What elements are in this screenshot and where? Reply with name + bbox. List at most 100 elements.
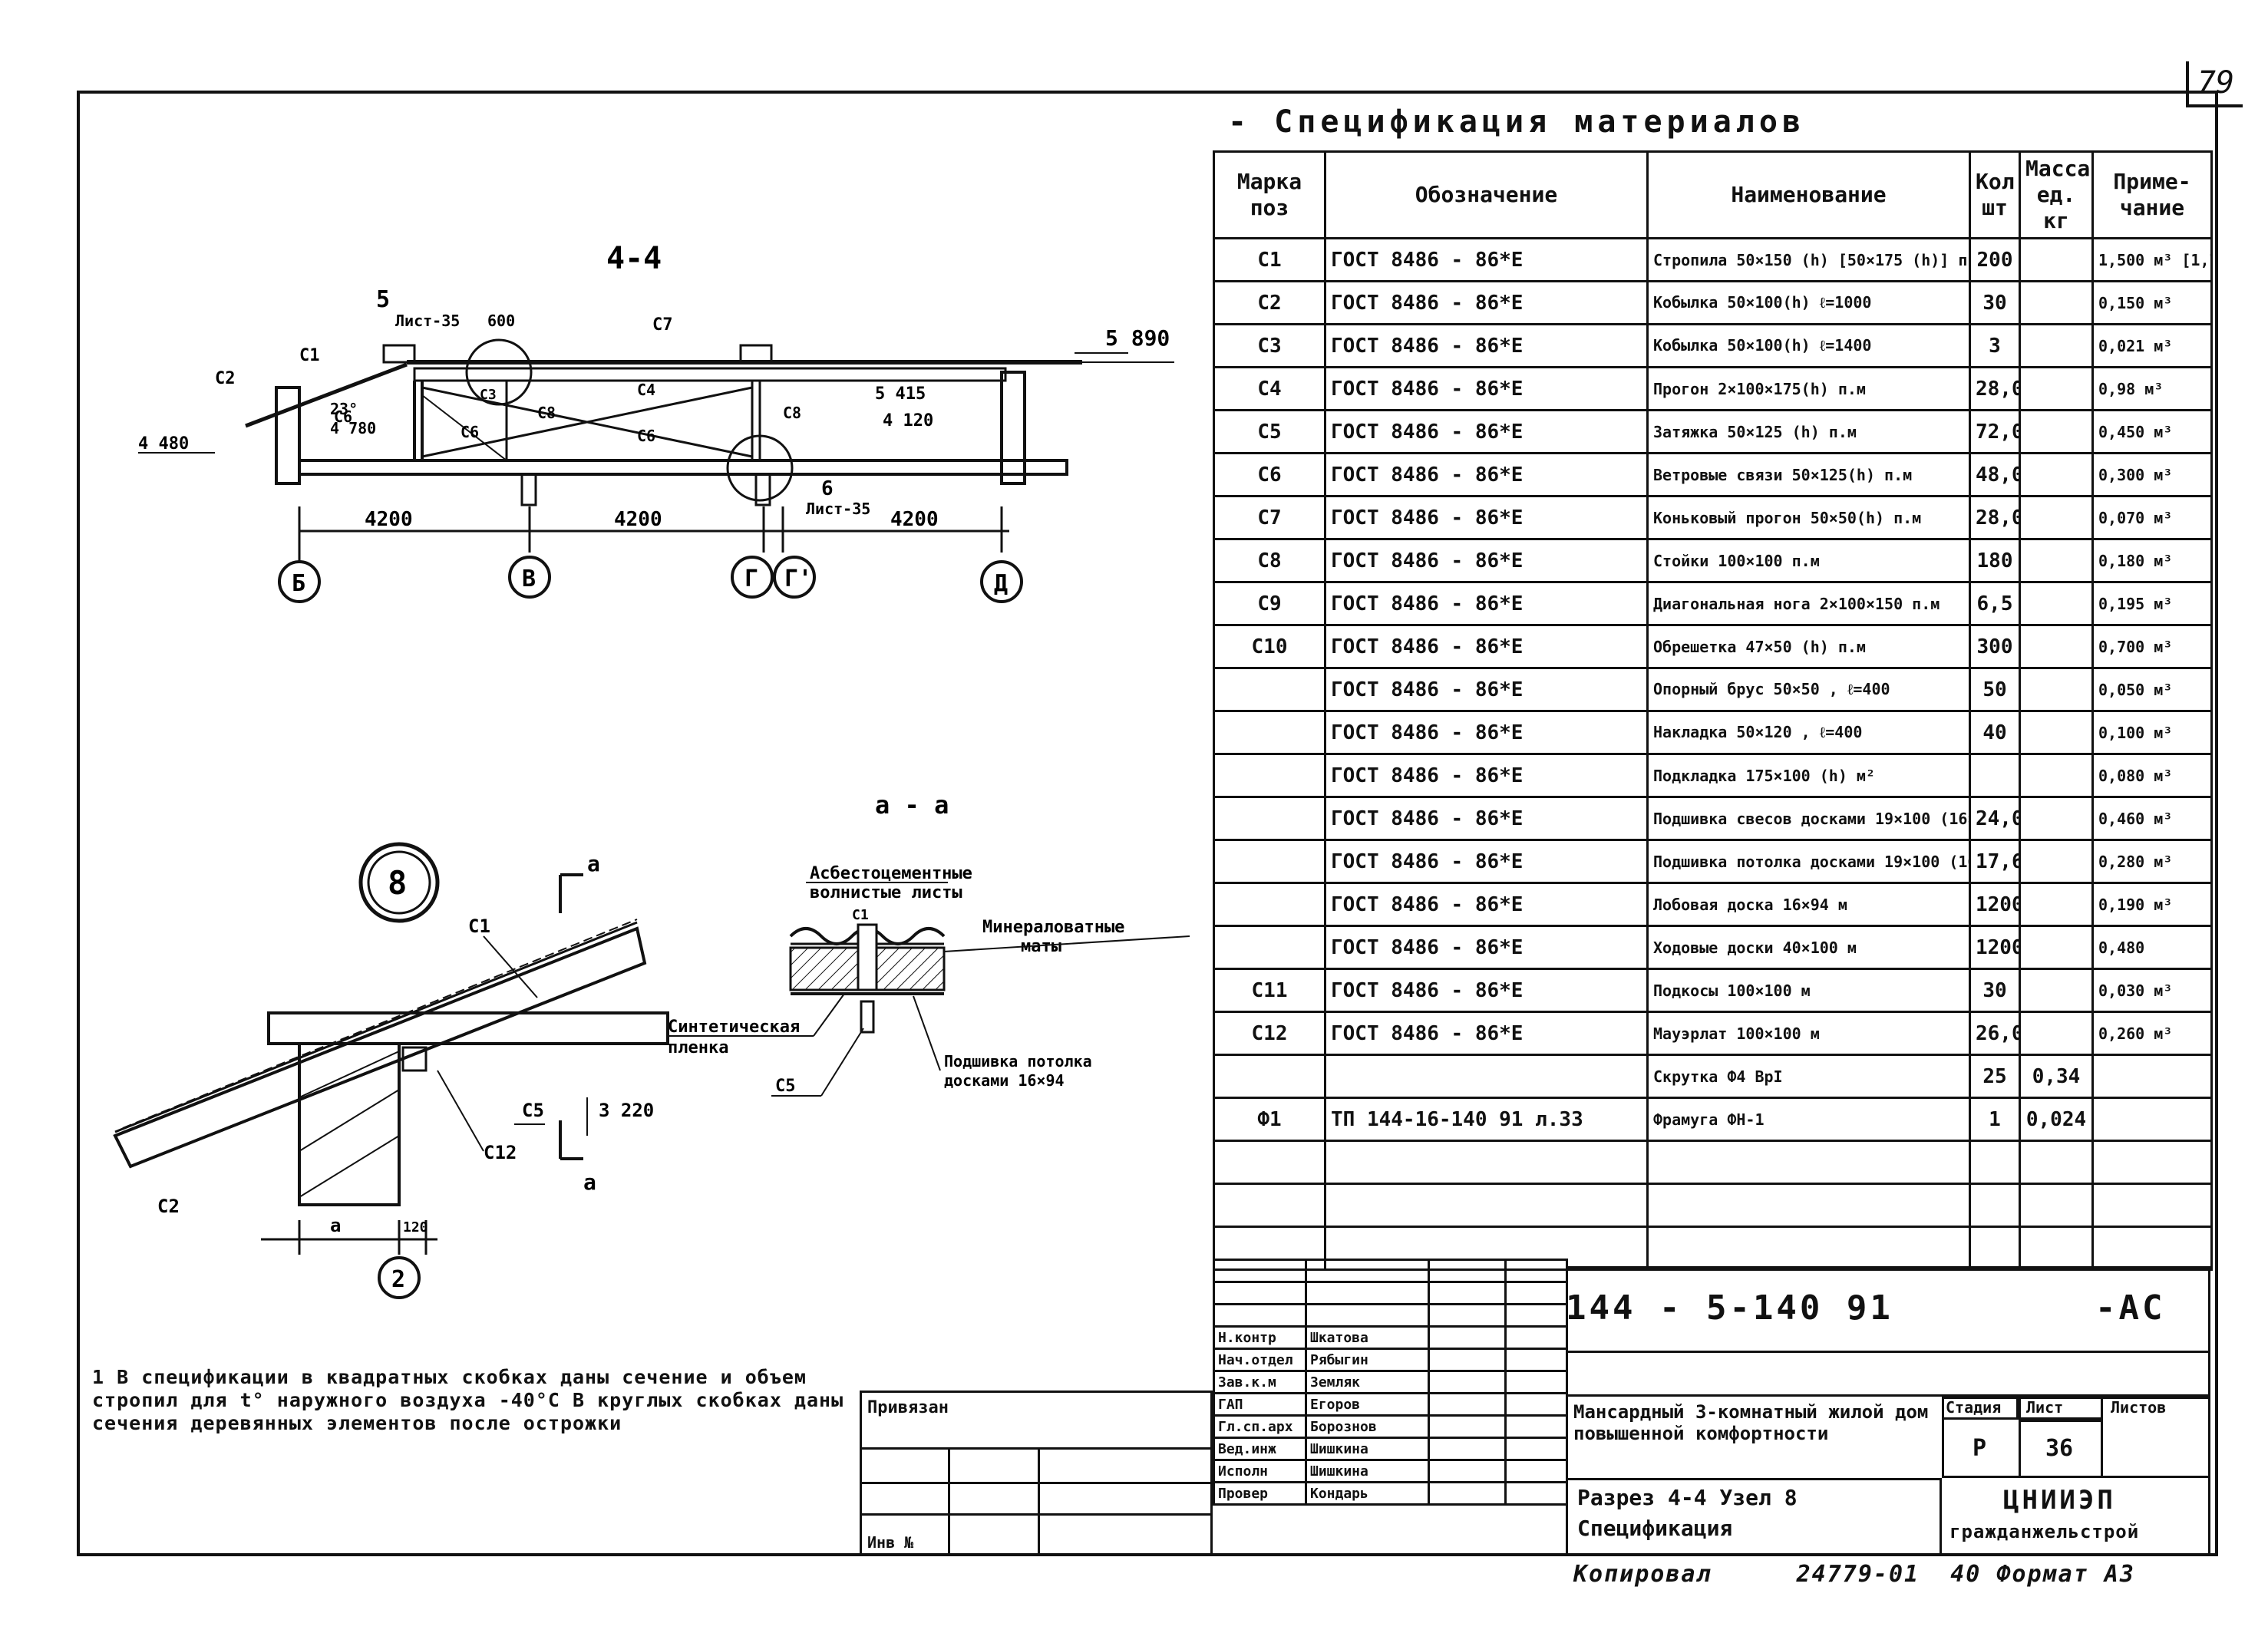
cell-mass [2019, 839, 2094, 884]
cell-qty: 1200 [1969, 882, 2021, 927]
cell-code: ГОСТ 8486 - 86*Е [1324, 796, 1649, 841]
footnote: 1 В спецификации в квадратных скобках да… [92, 1366, 844, 1434]
cell-qty [1969, 1140, 2021, 1185]
date [1504, 1348, 1568, 1372]
cell-mark: С9 [1213, 581, 1326, 626]
svg-text:8: 8 [388, 864, 407, 902]
cell-qty: 28,0 [1969, 495, 2021, 540]
cell-mark: С3 [1213, 323, 1326, 368]
svg-text:5: 5 [376, 286, 390, 313]
spec-header-row: Марка поз Обозначение Наименование Кол. … [1213, 150, 2213, 239]
cell-mark [1213, 1054, 1326, 1099]
drawing-title-2: Спецификация [1577, 1516, 1733, 1541]
cell-qty: 25 [1969, 1054, 2021, 1099]
cell-name: Мауэрлат 100×100 м [1646, 1011, 1971, 1056]
cell-name: Накладка 50×120 , ℓ=400 [1646, 710, 1971, 755]
cell-mass [2019, 1011, 2094, 1056]
svg-text:С5: С5 [522, 1100, 544, 1121]
spec-table: Марка поз Обозначение Наименование Кол. … [1213, 150, 2213, 1271]
sheet-label: Лист [2026, 1398, 2064, 1417]
organization-1: ЦНИИЭП [2003, 1485, 2116, 1516]
role: Гл.сп.арх [1213, 1414, 1307, 1439]
cell-name: Фрамуга ФН-1 [1646, 1097, 1971, 1142]
cell-note [2091, 1054, 2213, 1099]
cell-code: ГОСТ 8486 - 86*Е [1324, 409, 1649, 454]
copy-line: Копировал 24779-01 40 Формат А3 [1573, 1561, 2135, 1588]
cell-mark [1213, 796, 1326, 841]
cell-mark [1213, 667, 1326, 712]
privyazan-label: Привязан [867, 1398, 949, 1417]
axis-bubble-2 [378, 1256, 421, 1299]
roof-slope-line [245, 362, 408, 428]
svg-text:Д: Д [994, 570, 1008, 597]
cell-mark: С1 [1213, 237, 1326, 282]
date [1504, 1392, 1568, 1417]
cell-code: ГОСТ 8486 - 86*Е [1324, 882, 1649, 927]
sheet-value: 36 [2045, 1435, 2074, 1462]
col-name: Наименование [1646, 150, 1971, 239]
person: Шкатова [1305, 1325, 1430, 1350]
cell-code: ГОСТ 8486 - 86*Е [1324, 968, 1649, 1013]
cell-note: 0,260 м³ [2091, 1011, 2213, 1056]
person: Земляк [1305, 1370, 1430, 1394]
axis-bubble-b [278, 560, 321, 603]
node-8-bubble [358, 842, 440, 923]
spec-title: - Спецификация материалов [1228, 104, 1806, 140]
role: Исполн [1213, 1459, 1307, 1483]
document-code: 144 - 5-140 91 -АС [1566, 1288, 2166, 1328]
signature [1428, 1459, 1507, 1483]
cell-code: ГОСТ 8486 - 86*Е [1324, 624, 1649, 669]
cell-mark: С7 [1213, 495, 1326, 540]
svg-text:С8: С8 [783, 404, 801, 422]
cell-mass: 0,024 [2019, 1097, 2094, 1142]
signature [1428, 1370, 1507, 1394]
cell-code: ГОСТ 8486 - 86*Е [1324, 753, 1649, 798]
signature [1428, 1392, 1507, 1417]
cell-name: Ветровые связи 50×125(h) п.м [1646, 452, 1971, 497]
cell-mass [2019, 753, 2094, 798]
signature [1428, 1414, 1507, 1439]
cell-mark: С5 [1213, 409, 1326, 454]
cell-name: Коньковый прогон 50×50(h) п.м [1646, 495, 1971, 540]
svg-text:3 220: 3 220 [599, 1100, 654, 1121]
svg-text:Б: Б [292, 570, 305, 597]
cell-mark [1213, 1140, 1326, 1185]
svg-text:4200: 4200 [365, 508, 413, 531]
table-row [1213, 1183, 2213, 1228]
cell-mark [1213, 882, 1326, 927]
cell-name: Стойки 100×100 п.м [1646, 538, 1971, 583]
node-5-callout [465, 338, 533, 406]
cell-qty: 1 [1969, 1097, 2021, 1142]
cell-name: Прогон 2×100×175(h) п.м [1646, 366, 1971, 411]
col-qty: Кол. шт [1969, 150, 2021, 239]
cell-qty: 28,0 [1969, 366, 2021, 411]
cell-qty: 1200 [1969, 925, 2021, 970]
cell-note: 0,700 м³ [2091, 624, 2213, 669]
svg-text:600: 600 [487, 312, 515, 330]
svg-text:С6: С6 [637, 427, 655, 445]
cell-mass [2019, 452, 2094, 497]
svg-text:волнистые листы: волнистые листы [810, 883, 962, 902]
cell-note: 1,500 м³ [1,750 м³] [2091, 237, 2213, 282]
cell-note: 0,460 м³ [2091, 796, 2213, 841]
col-mark: Марка поз [1213, 150, 1326, 239]
signature-row-empty [1213, 1281, 1568, 1305]
svg-text:5 415: 5 415 [875, 384, 926, 404]
cell-code: ГОСТ 8486 - 86*Е [1324, 839, 1649, 884]
cell-qty: 50 [1969, 667, 2021, 712]
cell-mark: С4 [1213, 366, 1326, 411]
sheet-number: 79 [2186, 61, 2243, 107]
svg-text:Г: Г [744, 566, 758, 592]
signature-row-empty [1213, 1303, 1568, 1328]
